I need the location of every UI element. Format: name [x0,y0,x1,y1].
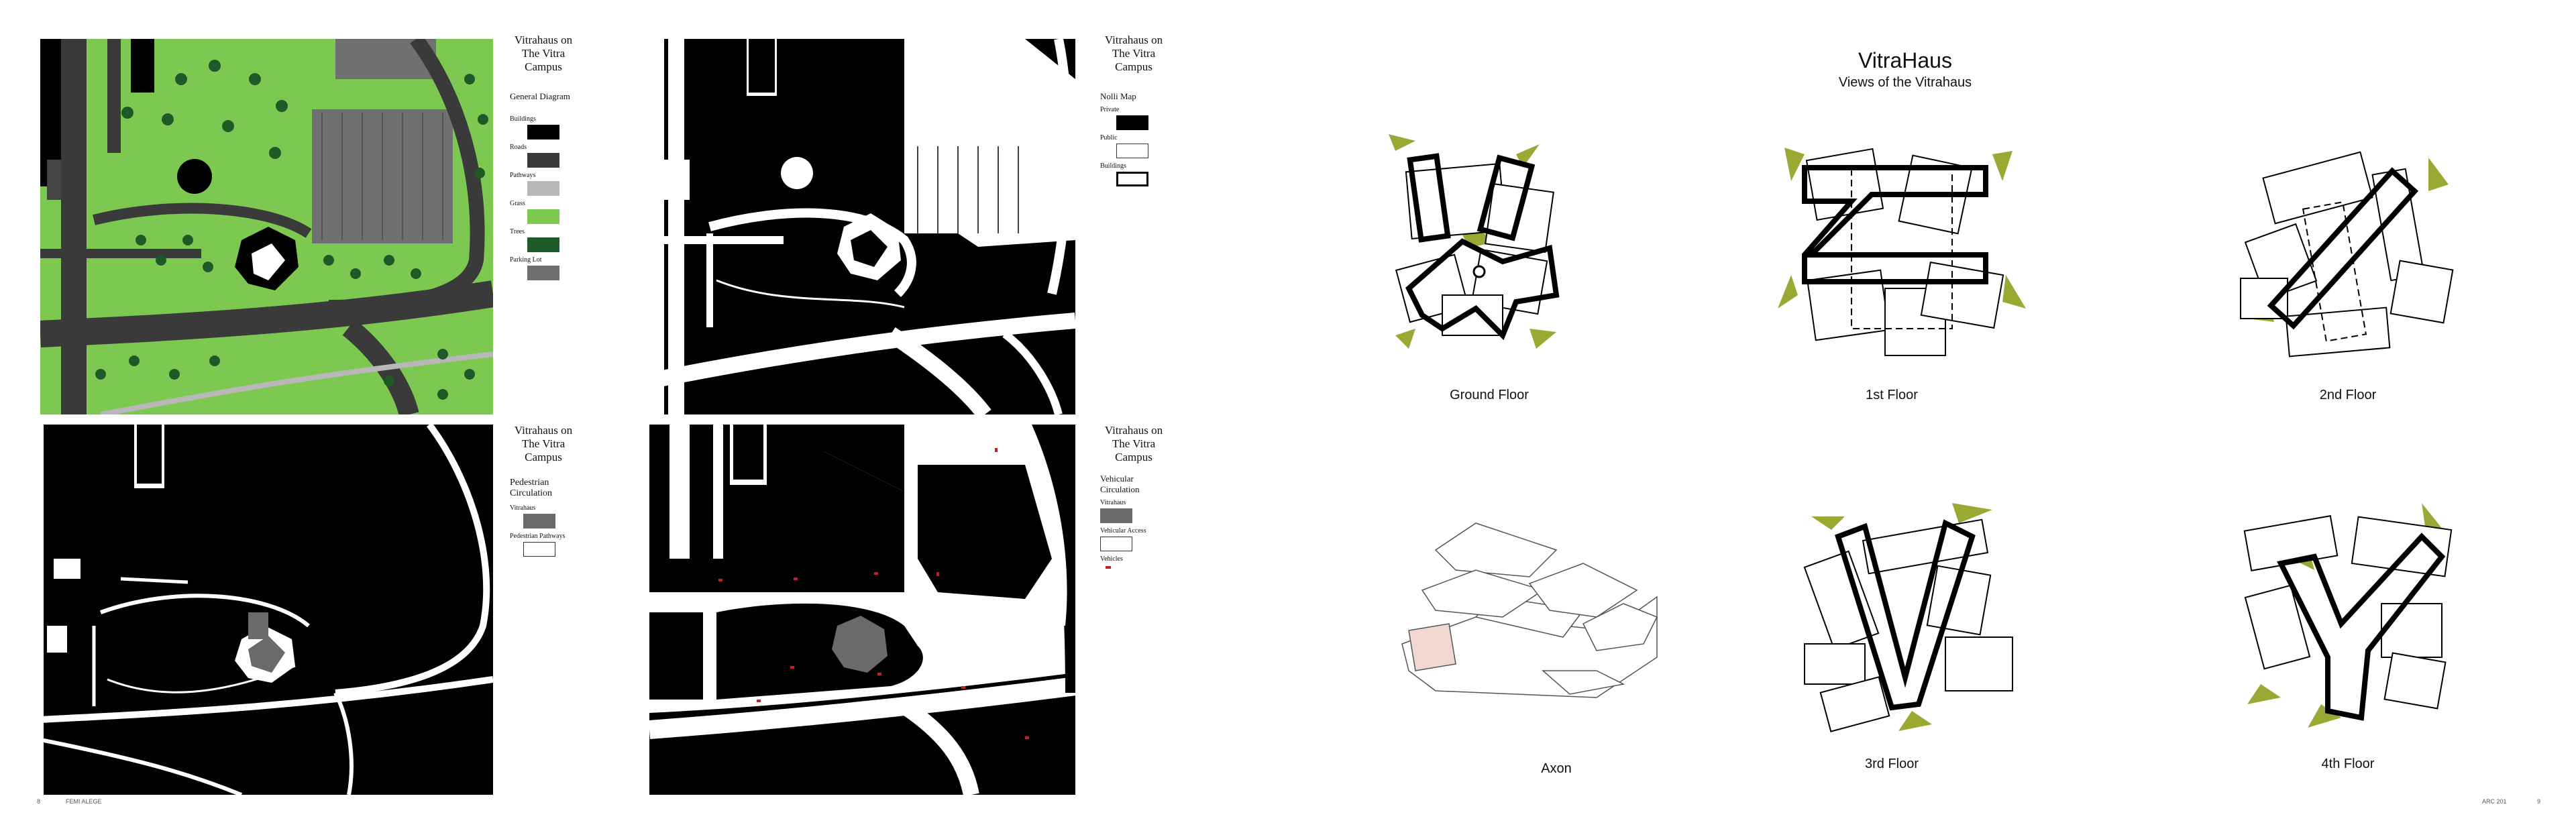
legend-swatch [1116,144,1148,158]
legend-label: Buildings [1100,162,1126,170]
legend-label: Pathways [510,172,536,179]
map-title: Vitrahaus on The Vitra Campus [514,424,573,463]
general-diagram-legend: Vitrahaus on The Vitra Campus General Di… [510,34,577,284]
legend-item: Buildings [510,115,577,144]
pedestrian-circulation-map [40,425,493,795]
legend-label: Public [1100,134,1118,142]
legend-item: Vehicles [1100,555,1167,584]
legend-label: Vitrahaus [510,504,536,512]
legend-swatch [527,237,559,252]
legend-swatch [1100,508,1132,523]
left-author: FEMI ALEGE [66,798,102,805]
first-floor-plan [1771,141,2039,362]
second-floor-plan [2227,144,2475,372]
map-subtitle: General Diagram [510,91,570,101]
caption-second-floor: 2nd Floor [2319,388,2377,402]
axon-drawing [1395,510,1664,718]
legend-item: Pedestrian Pathways [510,533,577,561]
legend-swatch [1106,566,1111,569]
legend-item: Pathways [510,172,577,200]
legend-item: Grass [510,200,577,228]
map-subtitle: Nolli Map [1100,91,1136,101]
vehicular-legend: Vitrahaus on The Vitra Campus Vehicular … [1100,424,1167,584]
right-page-number: 9 [2537,798,2541,805]
legend-swatch [527,266,559,280]
map-title: Vitrahaus on The Vitra Campus [1104,424,1163,463]
legend-label: Buildings [510,115,536,123]
caption-axon: Axon [1541,761,1572,776]
legend-label: Roads [510,144,527,151]
right-course: ARC 201 [2482,798,2507,805]
legend-swatch [523,542,555,557]
caption-fourth-floor: 4th Floor [2321,757,2375,771]
legend-swatch [1100,537,1132,551]
legend-label: Grass [510,200,525,207]
legend-label: Private [1100,106,1120,113]
caption-ground-floor: Ground Floor [1450,388,1529,402]
legend-label: Vitrahaus [1100,499,1126,506]
third-floor-plan [1791,490,2033,738]
legend-item: Parking Lot [510,256,577,284]
legend-label: Parking Lot [510,256,542,264]
legend-label: Vehicular Access [1100,527,1146,535]
right-page-title: VitraHaus [1858,48,1952,72]
left-page-number: 8 [37,798,41,805]
legend-swatch [527,209,559,224]
caption-first-floor: 1st Floor [1866,388,1918,402]
legend-label: Pedestrian Pathways [510,533,566,540]
map-title: Vitrahaus on The Vitra Campus [1104,34,1163,73]
caption-third-floor: 3rd Floor [1864,757,1919,771]
general-diagram-map [40,39,493,414]
legend-item: Buildings [1100,162,1167,190]
nolli-map [649,39,1075,414]
legend-label: Trees [510,228,525,235]
map-subtitle: Pedestrian Circulation [510,478,552,498]
legend-swatch [527,153,559,168]
legend-item: Vitrahaus [510,504,577,533]
map-title: Vitrahaus on The Vitra Campus [514,34,573,73]
legend-swatch [527,125,559,140]
right-page-subtitle: Views of the Vitrahaus [1838,75,1972,90]
legend-swatch [523,514,555,529]
legend-label: Vehicles [1100,555,1123,563]
legend-item: Vehicular Access [1100,527,1167,555]
legend-swatch [1116,115,1148,130]
map-subtitle: Vehicular Circulation [1100,474,1140,494]
legend-item: Vitrahaus [1100,499,1167,527]
nolli-map-legend: Vitrahaus on The Vitra Campus Nolli Map … [1100,34,1167,190]
legend-item: Roads [510,144,577,172]
fourth-floor-plan [2234,496,2475,738]
legend-swatch [527,181,559,196]
vehicular-circulation-map [649,425,1075,795]
legend-item: Private [1100,106,1167,134]
legend-swatch [1116,172,1148,186]
legend-item: Public [1100,134,1167,162]
legend-item: Trees [510,228,577,256]
pedestrian-legend: Vitrahaus on The Vitra Campus Pedestrian… [510,424,577,561]
ground-floor-plan [1368,127,1610,369]
